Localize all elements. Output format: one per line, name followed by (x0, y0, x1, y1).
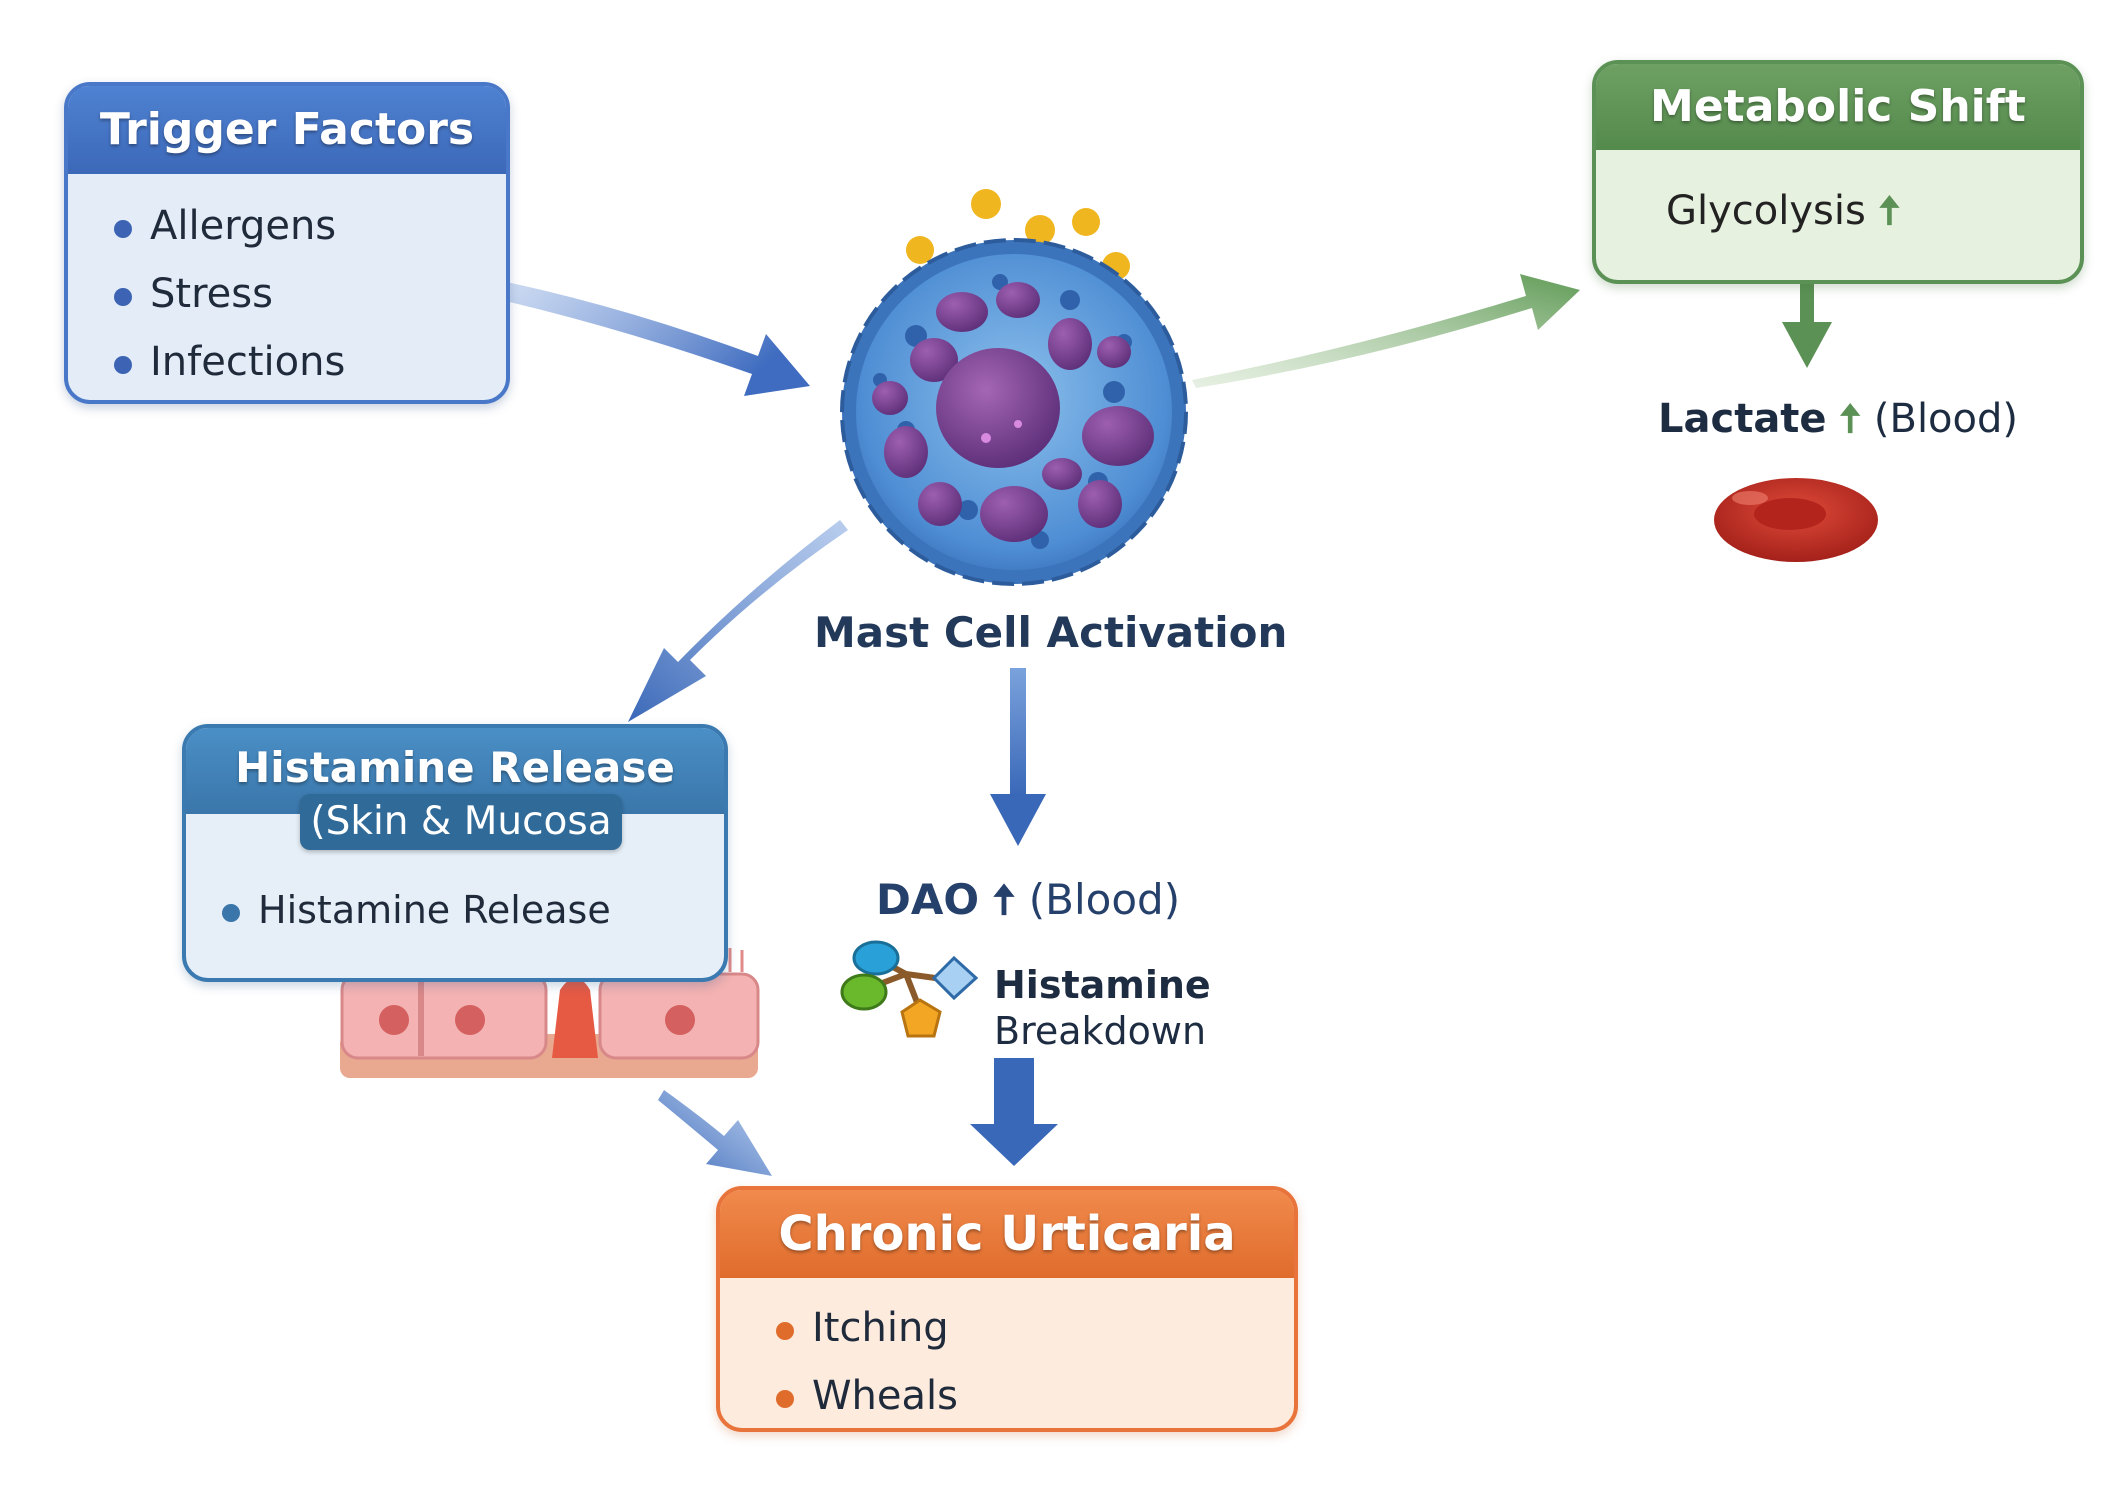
list-item: Itching (770, 1294, 1294, 1362)
chronic-urticaria-box: Chronic Urticaria Itching Wheals (716, 1186, 1298, 1432)
trigger-factors-box: Trigger Factors Allergens Stress Infecti… (64, 82, 510, 404)
lactate-location: (Blood) (1873, 396, 2018, 442)
glycolysis-row: Glycolysis 🠅 (1666, 182, 1900, 250)
histamine-breakdown-label: Histamine Breakdown (994, 962, 1211, 1054)
arrow-trigger-to-mast-cell (484, 278, 810, 396)
breakdown-line-1: Histamine (994, 963, 1211, 1007)
list-item: Stress (108, 260, 506, 328)
metabolic-shift-box: Metabolic Shift Glycolysis 🠅 (1592, 60, 2084, 284)
chronic-urticaria-list: Itching Wheals (720, 1278, 1294, 1428)
glycolysis-label: Glycolysis (1666, 188, 1866, 234)
dao-label: DAO (876, 875, 980, 924)
breakdown-line-2: Breakdown (994, 1009, 1207, 1053)
mast-cell-activation-label: Mast Cell Activation (814, 608, 1288, 657)
up-arrow-icon: 🠅 (992, 875, 1016, 924)
up-arrow-icon: 🠅 (1839, 396, 1862, 442)
dao-row: DAO 🠅 (Blood) (876, 870, 1180, 941)
mast-cell-icon (840, 189, 1188, 586)
arrow-dao-to-urticaria (970, 1058, 1058, 1166)
dao-location: (Blood) (1028, 875, 1181, 924)
arrow-mast-cell-to-dao (990, 668, 1046, 846)
histamine-release-subtitle: (Skin & Mucosa (300, 794, 622, 850)
up-arrow-icon: 🠅 (1878, 188, 1901, 234)
lactate-row: Lactate 🠅 (Blood) (1658, 390, 2018, 458)
metabolic-shift-title: Metabolic Shift (1596, 64, 2080, 150)
list-item: Infections (108, 328, 506, 396)
trigger-factors-list: Allergens Stress Infections (68, 174, 506, 396)
arrow-skin-to-urticaria (658, 1090, 772, 1176)
dao-molecule-icon (840, 940, 979, 1038)
red-blood-cell-icon (1714, 478, 1878, 562)
list-item: Wheals (770, 1362, 1294, 1428)
list-item: Histamine Release (216, 876, 611, 944)
histamine-release-box: Histamine Release (Skin & Mucosa Histami… (182, 724, 728, 982)
chronic-urticaria-title: Chronic Urticaria (720, 1190, 1294, 1278)
arrow-mast-cell-to-metabolic (1192, 274, 1580, 388)
trigger-factors-title: Trigger Factors (68, 86, 506, 174)
list-item: Allergens (108, 192, 506, 260)
arrow-mast-cell-to-histamine (628, 520, 848, 722)
histamine-release-list: Histamine Release (216, 876, 611, 944)
lactate-label: Lactate (1658, 396, 1827, 442)
